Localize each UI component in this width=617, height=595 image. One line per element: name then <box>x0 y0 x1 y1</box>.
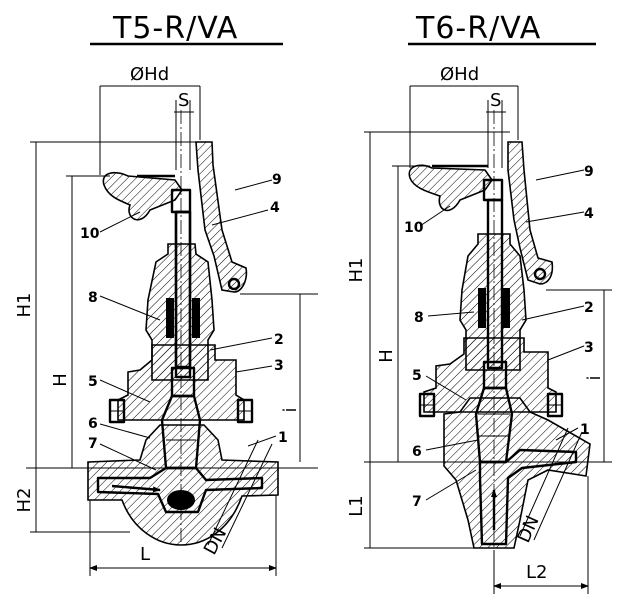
left-flow-arrow <box>111 484 161 493</box>
left-pos-1: 1 <box>278 430 288 446</box>
right-pos-5: 5 <box>412 368 422 384</box>
right-pos-9: 9 <box>584 164 594 180</box>
left-body <box>87 424 279 546</box>
right-dim-h1: H1 <box>346 258 367 283</box>
right-dim-l1: L1 <box>346 495 367 516</box>
left-pos-9: 9 <box>272 172 282 188</box>
valve-t5-figure: T5-R/VA <box>14 11 318 576</box>
left-bracket <box>195 141 248 293</box>
left-dim-hd: ØHd <box>130 64 169 85</box>
right-pos-3: 3 <box>584 340 594 356</box>
title-right: T6-R/VA <box>415 11 541 46</box>
left-dim-s: S <box>178 90 189 111</box>
right-pos-8: 8 <box>414 310 424 326</box>
left-pos-10: 10 <box>80 226 100 242</box>
left-bonnet-flange <box>117 344 245 421</box>
left-pos-7: 7 <box>88 436 98 452</box>
right-bonnet-flange <box>423 337 557 413</box>
left-dim-h2: H2 <box>14 488 35 513</box>
right-dim-s: S <box>490 90 501 111</box>
left-dim-h: H <box>50 373 71 387</box>
right-dim-l2: L2 <box>526 562 547 583</box>
right-pos-2: 2 <box>584 300 594 316</box>
left-dim-i: i <box>280 407 301 412</box>
valve-t6-figure: T6-R/VA ØHd <box>346 11 612 594</box>
right-pos-6: 6 <box>412 444 422 460</box>
left-handwheel <box>102 171 183 221</box>
right-dim-h: H <box>376 349 397 363</box>
right-pos-1: 1 <box>580 422 590 438</box>
right-pos-4: 4 <box>584 206 594 222</box>
right-dim-i: i <box>584 375 605 380</box>
left-dim-l: L <box>140 544 150 565</box>
left-dim-h1: H1 <box>14 293 35 318</box>
right-pos-7: 7 <box>412 494 422 510</box>
right-dim-hd: ØHd <box>440 64 479 85</box>
right-bracket <box>507 141 554 285</box>
left-pos-8: 8 <box>88 290 98 306</box>
left-pos-3: 3 <box>274 358 284 374</box>
left-pos-6: 6 <box>88 416 98 432</box>
right-handwheel <box>408 164 493 212</box>
title-left: T5-R/VA <box>112 11 238 46</box>
left-pos-2: 2 <box>274 332 284 348</box>
left-pos-5: 5 <box>88 374 98 390</box>
right-pos-10: 10 <box>404 220 424 236</box>
left-pos-4: 4 <box>270 200 280 216</box>
